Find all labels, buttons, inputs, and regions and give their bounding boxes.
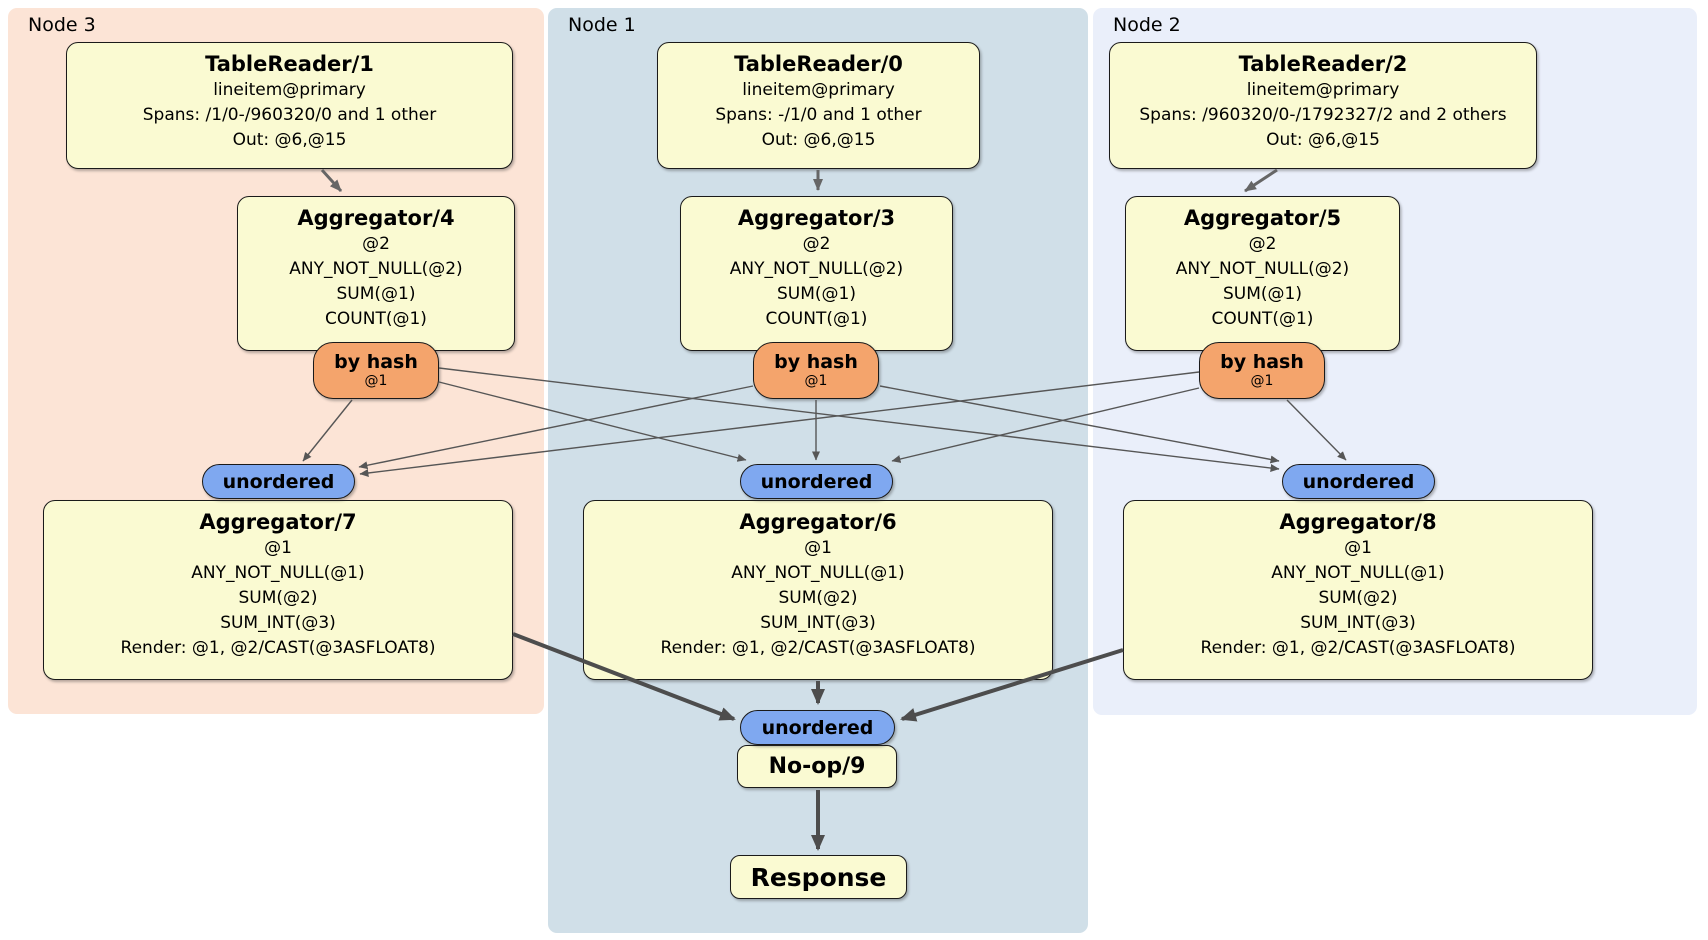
processor-line: ANY_NOT_NULL(@2): [1175, 259, 1350, 279]
sync-label: unordered: [761, 716, 874, 739]
processor-line: @2: [362, 234, 390, 254]
processor-line: ANY_NOT_NULL(@1): [1271, 563, 1445, 583]
processor-line: Out: @6,@15: [1266, 130, 1380, 150]
router-detail: @1: [804, 373, 828, 389]
node-group-2-label: Node 2: [1113, 14, 1181, 36]
processor-title: TableReader/1: [205, 52, 374, 76]
processor-line: COUNT(@1): [765, 309, 868, 329]
processor-line: SUM_INT(@3): [220, 613, 336, 633]
router-detail: @1: [1250, 373, 1274, 389]
processor-line: ANY_NOT_NULL(@1): [191, 563, 365, 583]
processor-line: COUNT(@1): [325, 309, 427, 329]
processor-aggregator-6: Aggregator/6 @1 ANY_NOT_NULL(@1) SUM(@2)…: [583, 500, 1053, 680]
router-label: by hash: [774, 351, 858, 373]
processor-line: @2: [802, 234, 831, 254]
processor-line: Render: @1, @2/CAST(@3ASFLOAT8): [1200, 638, 1516, 658]
processor-title: Aggregator/5: [1183, 206, 1342, 230]
sync-label: unordered: [760, 470, 873, 493]
processor-line: SUM(@1): [777, 284, 856, 304]
processor-line: Spans: /960320/0-/1792327/2 and 2 others: [1139, 105, 1507, 125]
sync-unordered-node2: unordered: [1282, 464, 1435, 499]
processor-line: ANY_NOT_NULL(@2): [289, 259, 463, 279]
sync-label: unordered: [1302, 470, 1415, 493]
processor-line: @1: [804, 538, 832, 558]
processor-line: Spans: /1/0-/960320/0 and 1 other: [142, 105, 437, 125]
processor-line: Render: @1, @2/CAST(@3ASFLOAT8): [660, 638, 976, 658]
router-by-hash-node1: by hash @1: [753, 342, 879, 399]
processor-line: @1: [1344, 538, 1372, 558]
processor-line: SUM_INT(@3): [1300, 613, 1416, 633]
processor-aggregator-3: Aggregator/3 @2 ANY_NOT_NULL(@2) SUM(@1)…: [680, 196, 953, 351]
processor-tablereader-0: TableReader/0 lineitem@primary Spans: -/…: [657, 42, 980, 169]
processor-aggregator-5: Aggregator/5 @2 ANY_NOT_NULL(@2) SUM(@1)…: [1125, 196, 1400, 351]
processor-aggregator-7: Aggregator/7 @1 ANY_NOT_NULL(@1) SUM(@2)…: [43, 500, 513, 680]
processor-title: Response: [750, 862, 887, 892]
processor-line: lineitem@primary: [742, 80, 895, 100]
sync-unordered-node3: unordered: [202, 464, 355, 499]
processor-line: @1: [264, 538, 292, 558]
processor-line: Out: @6,@15: [232, 130, 347, 150]
processor-tablereader-1: TableReader/1 lineitem@primary Spans: /1…: [66, 42, 513, 169]
router-label: by hash: [334, 351, 418, 373]
processor-line: SUM(@2): [238, 588, 318, 608]
processor-title: Aggregator/6: [739, 510, 897, 534]
router-detail: @1: [364, 373, 388, 389]
router-by-hash-node3: by hash @1: [313, 342, 439, 399]
processor-title: Aggregator/7: [199, 510, 357, 534]
processor-title: No-op/9: [768, 754, 866, 779]
processor-title: TableReader/2: [1238, 52, 1408, 76]
processor-aggregator-4: Aggregator/4 @2 ANY_NOT_NULL(@2) SUM(@1)…: [237, 196, 515, 351]
processor-title: Aggregator/3: [737, 206, 896, 230]
processor-line: SUM(@2): [778, 588, 858, 608]
node-group-3-label: Node 3: [28, 14, 96, 36]
processor-line: Spans: -/1/0 and 1 other: [715, 105, 922, 125]
processor-line: @2: [1248, 234, 1277, 254]
processor-line: SUM(@1): [336, 284, 416, 304]
processor-tablereader-2: TableReader/2 lineitem@primary Spans: /9…: [1109, 42, 1537, 169]
processor-line: lineitem@primary: [1246, 80, 1400, 100]
processor-line: COUNT(@1): [1211, 309, 1314, 329]
processor-title: TableReader/0: [734, 52, 903, 76]
sync-unordered-node1: unordered: [740, 464, 893, 499]
processor-line: SUM_INT(@3): [760, 613, 876, 633]
node-group-1-label: Node 1: [568, 14, 636, 36]
router-label: by hash: [1220, 351, 1304, 373]
response-node: Response: [730, 855, 907, 899]
sync-unordered-final: unordered: [740, 710, 895, 745]
processor-line: ANY_NOT_NULL(@1): [731, 563, 905, 583]
processor-title: Aggregator/8: [1279, 510, 1437, 534]
sync-label: unordered: [222, 470, 335, 493]
router-by-hash-node2: by hash @1: [1199, 342, 1325, 399]
processor-line: SUM(@2): [1318, 588, 1398, 608]
processor-line: lineitem@primary: [213, 80, 366, 100]
processor-noop-9: No-op/9: [737, 745, 897, 788]
processor-line: Out: @6,@15: [761, 130, 876, 150]
processor-aggregator-8: Aggregator/8 @1 ANY_NOT_NULL(@1) SUM(@2)…: [1123, 500, 1593, 680]
processor-line: ANY_NOT_NULL(@2): [729, 259, 904, 279]
processor-line: Render: @1, @2/CAST(@3ASFLOAT8): [120, 638, 436, 658]
processor-title: Aggregator/4: [297, 206, 455, 230]
processor-line: SUM(@1): [1223, 284, 1302, 304]
